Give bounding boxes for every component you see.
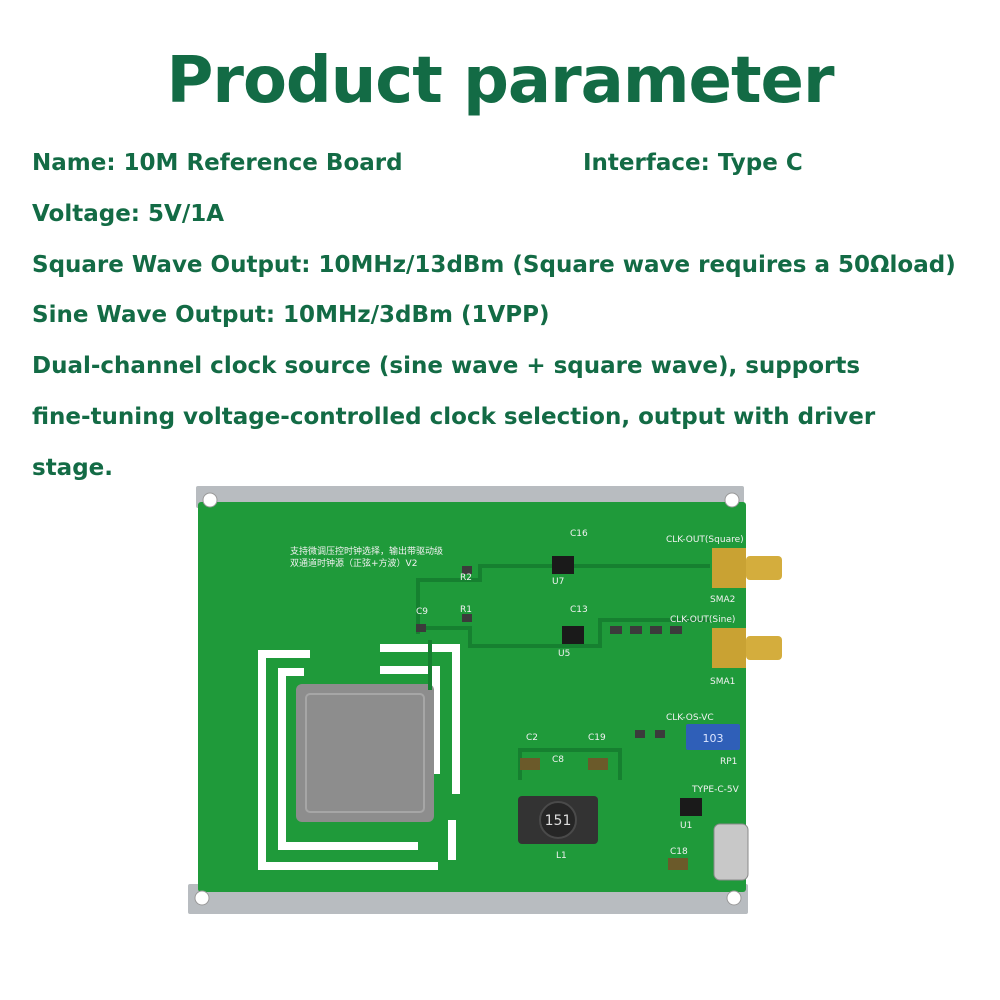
pot-marking: 103 <box>703 732 724 745</box>
resistor <box>650 626 662 634</box>
resistor <box>670 626 682 634</box>
ocxo-oscillator <box>296 684 434 822</box>
silk-header-1: 双通道时钟源（正弦+方波）V2 <box>290 557 417 569</box>
capacitor <box>588 758 608 770</box>
spec-description-line-1: Dual-channel clock source (sine wave + s… <box>32 353 861 379</box>
silk-u1: U1 <box>680 821 692 831</box>
silk-type-c-5v: TYPE-C-5V <box>691 785 740 795</box>
silk-c2: C2 <box>526 733 538 743</box>
silk-c8: C8 <box>552 755 564 765</box>
capacitor <box>668 858 688 870</box>
silk-u7: U7 <box>552 577 564 587</box>
silk-c16: C16 <box>570 529 588 539</box>
mount-hole <box>724 492 740 508</box>
cutout <box>278 842 418 850</box>
silk-clk-out-sine: CLK-OUT(Sine) <box>670 615 735 625</box>
cutout <box>278 668 286 848</box>
resistor <box>610 626 622 634</box>
oscillator-lid <box>305 693 425 813</box>
mount-hole <box>202 492 218 508</box>
silk-u5: U5 <box>558 649 570 659</box>
ic-u7 <box>552 556 574 574</box>
page-title: Product parameter <box>166 44 834 118</box>
spec-voltage: Voltage: 5V/1A <box>32 201 225 227</box>
silk-sma1: SMA1 <box>710 677 735 687</box>
resistor <box>635 730 645 738</box>
cutout <box>432 666 440 774</box>
resistor <box>630 626 642 634</box>
resistor <box>462 566 472 574</box>
sma-connector-sine <box>712 628 782 668</box>
silkscreen: 双通道时钟源（正弦+方波）V2 支持微调压控时钟选择，输出带驱动级 CLK-OU… <box>290 529 744 861</box>
capacitor <box>520 758 540 770</box>
cutout <box>258 862 438 870</box>
cutout <box>380 644 460 652</box>
spec-square-wave: Square Wave Output: 10MHz/13dBm (Square … <box>32 252 956 278</box>
cutout <box>452 644 460 794</box>
cutout <box>278 668 304 676</box>
pcb-board-photo: 151 103 双通道时钟源（正弦+方波）V2 支持微调压控时钟选择，输出带驱动… <box>180 480 800 920</box>
silk-c19: C19 <box>588 733 606 743</box>
resistor <box>655 730 665 738</box>
silk-r2: R2 <box>460 573 472 583</box>
pcb-cutouts <box>258 644 460 870</box>
sma-barrel <box>746 556 782 580</box>
silk-clk-os-vc: CLK-OS-VC <box>666 713 714 723</box>
silk-c9: C9 <box>416 607 428 617</box>
silk-clk-out-square: CLK-OUT(Square) <box>666 535 744 545</box>
ic-u5 <box>562 626 584 644</box>
silk-rp1: RP1 <box>720 757 737 767</box>
mount-hole <box>726 890 742 906</box>
cutout <box>380 666 440 674</box>
silk-c18: C18 <box>670 847 688 857</box>
spec-description-line-2: fine-tuning voltage-controlled clock sel… <box>32 404 876 430</box>
sma-body <box>712 548 746 588</box>
mounting-holes <box>194 492 742 906</box>
trim-potentiometer <box>686 724 740 750</box>
silk-header-2: 支持微调压控时钟选择，输出带驱动级 <box>290 545 443 557</box>
inductor-marking: 151 <box>545 813 572 829</box>
sma-barrel <box>746 636 782 660</box>
spec-description-line-3: stage. <box>32 455 114 481</box>
spec-sine-wave: Sine Wave Output: 10MHz/3dBm (1VPP) <box>32 302 550 328</box>
silk-l1: L1 <box>556 851 567 861</box>
inductor-core <box>539 801 577 839</box>
smd-components <box>416 566 688 870</box>
ic-u1 <box>680 798 702 816</box>
spec-interface: Interface: Type C <box>583 150 803 176</box>
silk-r1: R1 <box>460 605 472 615</box>
cutout <box>258 650 310 658</box>
resistor <box>416 624 426 632</box>
usb-c-connector <box>713 823 749 881</box>
resistor <box>462 614 472 622</box>
sma-connector-square <box>712 548 782 588</box>
pcb-board-illustration: 151 103 双通道时钟源（正弦+方波）V2 支持微调压控时钟选择，输出带驱动… <box>188 486 782 914</box>
cutout <box>258 650 266 870</box>
mount-hole <box>194 890 210 906</box>
spec-name: Name: 10M Reference Board <box>32 150 403 176</box>
cutout <box>448 820 456 860</box>
silk-c13: C13 <box>570 605 588 615</box>
sma-body <box>712 628 746 668</box>
silk-sma2: SMA2 <box>710 595 735 605</box>
